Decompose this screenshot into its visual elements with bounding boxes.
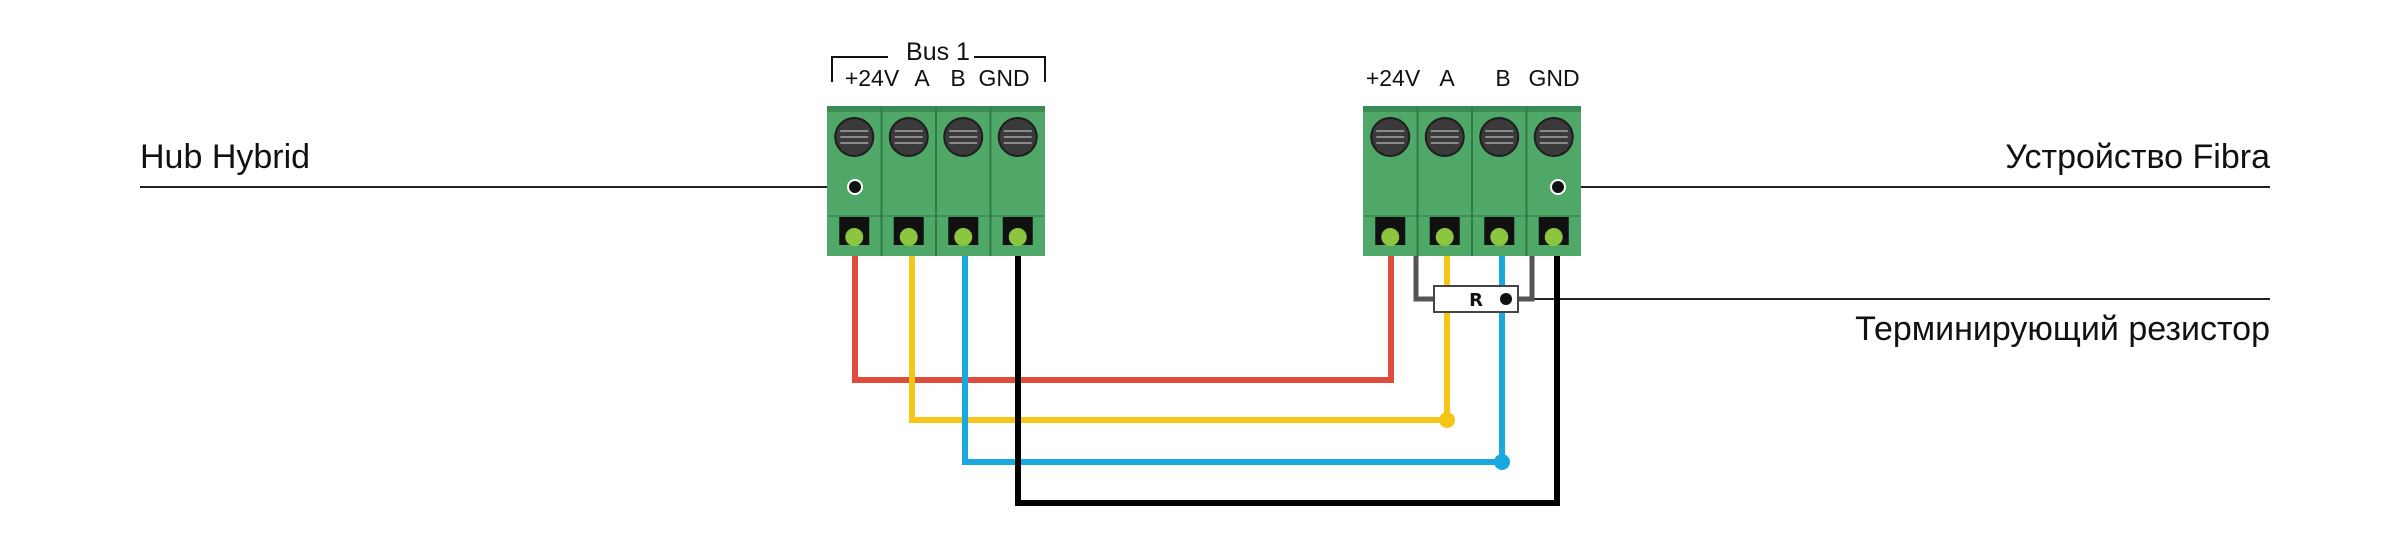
wire-b — [962, 236, 1505, 465]
resistor-marker-dot — [1498, 291, 1514, 307]
left-socket-contact-2 — [954, 228, 973, 246]
left-terminal-label-b: B — [950, 65, 965, 91]
left-terminal-block — [827, 106, 1045, 256]
right-terminal-label-gnd: GND — [1528, 65, 1579, 91]
wire-a-junction — [1439, 412, 1455, 428]
right-socket-contact-2 — [1490, 228, 1509, 246]
wire-gnd — [1015, 236, 1560, 506]
resistor-caption: Терминирующий резистор — [1855, 310, 2270, 348]
right-socket-contact-1 — [1435, 228, 1454, 246]
bus-bracket-right — [974, 56, 1046, 82]
right-device-anchor-dot — [1550, 179, 1566, 195]
left-device-label: Hub Hybrid — [140, 138, 310, 176]
right-terminal-block — [1363, 106, 1581, 256]
right-terminal-label-a: A — [1439, 65, 1455, 91]
wires — [852, 236, 1560, 506]
left-device-anchor-dot — [847, 179, 863, 195]
right-device-label: Устройство Fibra — [2005, 138, 2270, 176]
left-socket-contact-0 — [845, 228, 864, 246]
bus-label: Bus 1 — [906, 38, 970, 66]
left-terminal-label-24v: +24V — [845, 65, 900, 91]
terminating-resistor: R — [1433, 285, 1519, 313]
left-socket-contact-3 — [1008, 228, 1027, 246]
left-terminal-label-gnd: GND — [978, 65, 1029, 91]
wire-a — [909, 236, 1450, 423]
wire-b-junction — [1494, 454, 1510, 470]
left-socket-contact-1 — [899, 228, 918, 246]
right-socket-contact-0 — [1381, 228, 1400, 246]
resistor-symbol: R — [1469, 290, 1483, 311]
wire-power — [852, 236, 1394, 383]
right-terminal-label-24v: +24V — [1366, 65, 1421, 91]
bus-bracket-left — [831, 56, 888, 82]
right-socket-contact-3 — [1544, 228, 1563, 246]
left-terminal-label-a: A — [914, 65, 930, 91]
right-terminal-label-b: B — [1495, 65, 1510, 91]
